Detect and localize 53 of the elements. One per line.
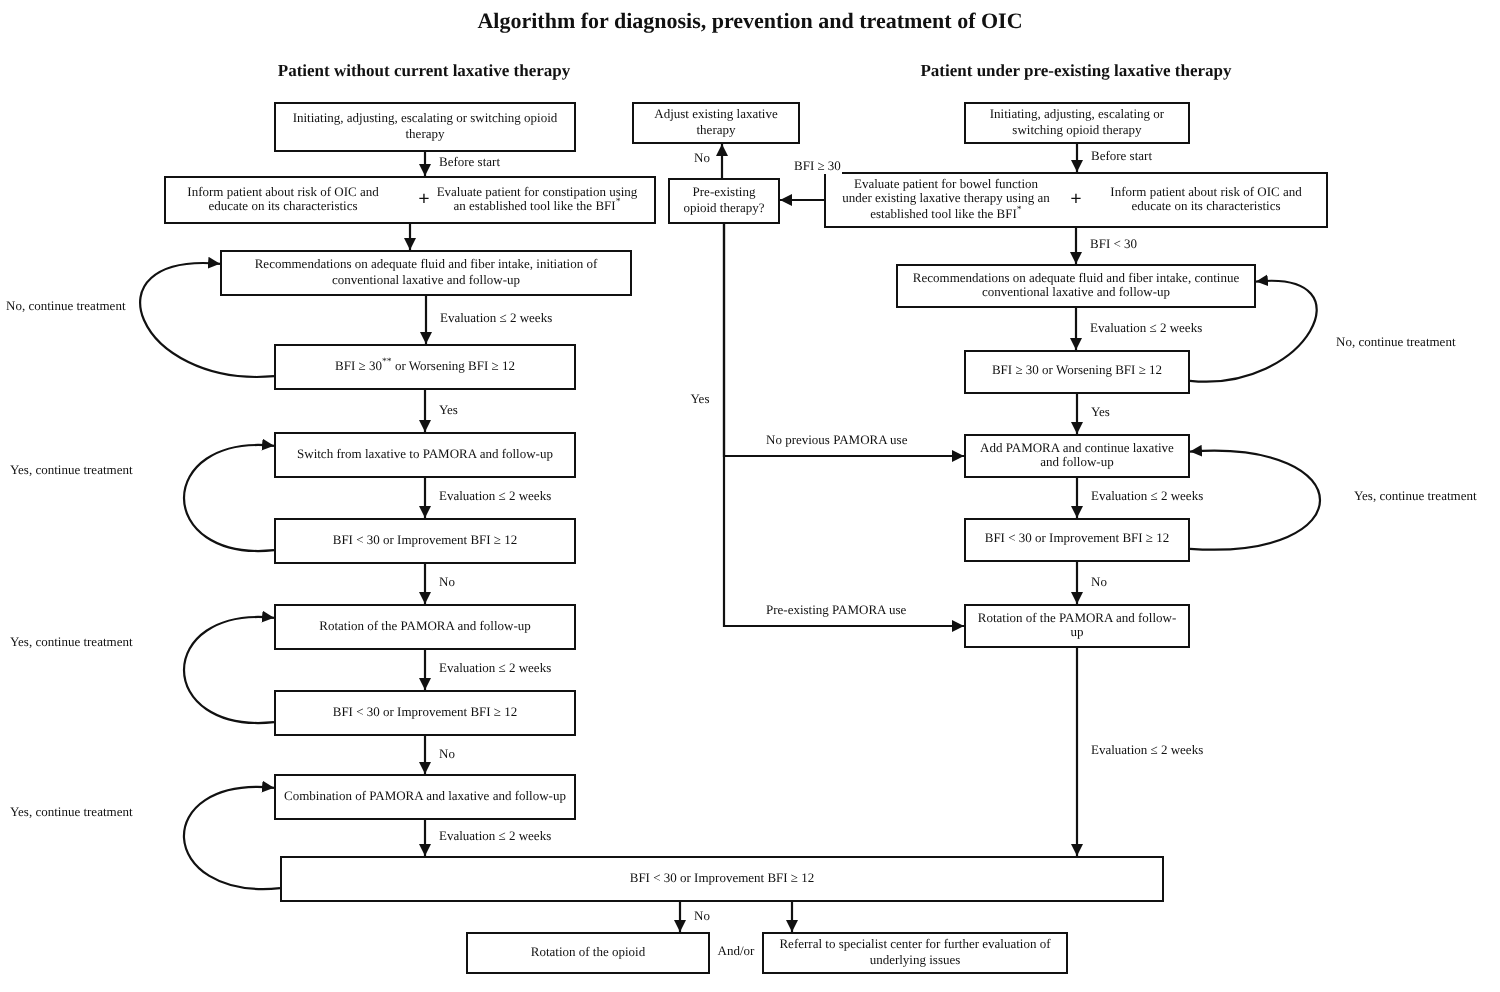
process-box [274, 690, 576, 736]
arrow [419, 152, 431, 176]
arrow [419, 390, 431, 432]
arrow [1071, 394, 1083, 434]
plus-sign: + [1070, 189, 1082, 211]
process-box [280, 856, 1164, 902]
process-box [964, 604, 1190, 648]
arrow [419, 564, 431, 604]
process-box [896, 264, 1256, 308]
arrow [1190, 275, 1318, 383]
process-box [274, 344, 576, 390]
arrow [1071, 648, 1083, 856]
arrow [139, 257, 274, 378]
arrow [419, 650, 431, 690]
process-box [220, 250, 632, 296]
process-box [466, 932, 710, 974]
process-box [964, 434, 1190, 478]
process-box [964, 102, 1190, 144]
process-box [274, 604, 576, 650]
arrow [722, 224, 964, 632]
process-box [274, 774, 576, 820]
process-box [632, 102, 800, 144]
arrow [786, 902, 798, 932]
diagram-title: Algorithm for diagnosis, prevention and treatment of OIC [475, 10, 1025, 34]
arrow [419, 820, 431, 856]
arrow [419, 478, 431, 518]
arrow [1190, 445, 1321, 551]
arrow [1071, 562, 1083, 604]
arrow [182, 611, 274, 724]
arrow [1070, 308, 1082, 350]
arrow [674, 902, 686, 932]
arrow [1071, 144, 1083, 172]
column-heading: Patient under pre-existing laxative therapy [920, 60, 1232, 80]
arrow [419, 736, 431, 774]
process-box [274, 432, 576, 478]
arrow [1071, 478, 1083, 518]
process-box [964, 518, 1190, 562]
arrow [404, 224, 416, 250]
arrow [716, 144, 728, 178]
arrow [182, 439, 274, 552]
process-box [274, 102, 576, 152]
process-box [762, 932, 1068, 974]
process-box [668, 178, 780, 224]
arrow [1070, 228, 1082, 264]
arrow [780, 194, 824, 206]
process-box [274, 518, 576, 564]
process-box [964, 350, 1190, 394]
plus-sign: + [418, 189, 430, 211]
column-heading: Patient without current laxative therapy [277, 60, 571, 80]
arrow [183, 781, 280, 890]
process-box [824, 172, 1328, 228]
process-box [164, 176, 656, 224]
arrow [420, 296, 432, 344]
